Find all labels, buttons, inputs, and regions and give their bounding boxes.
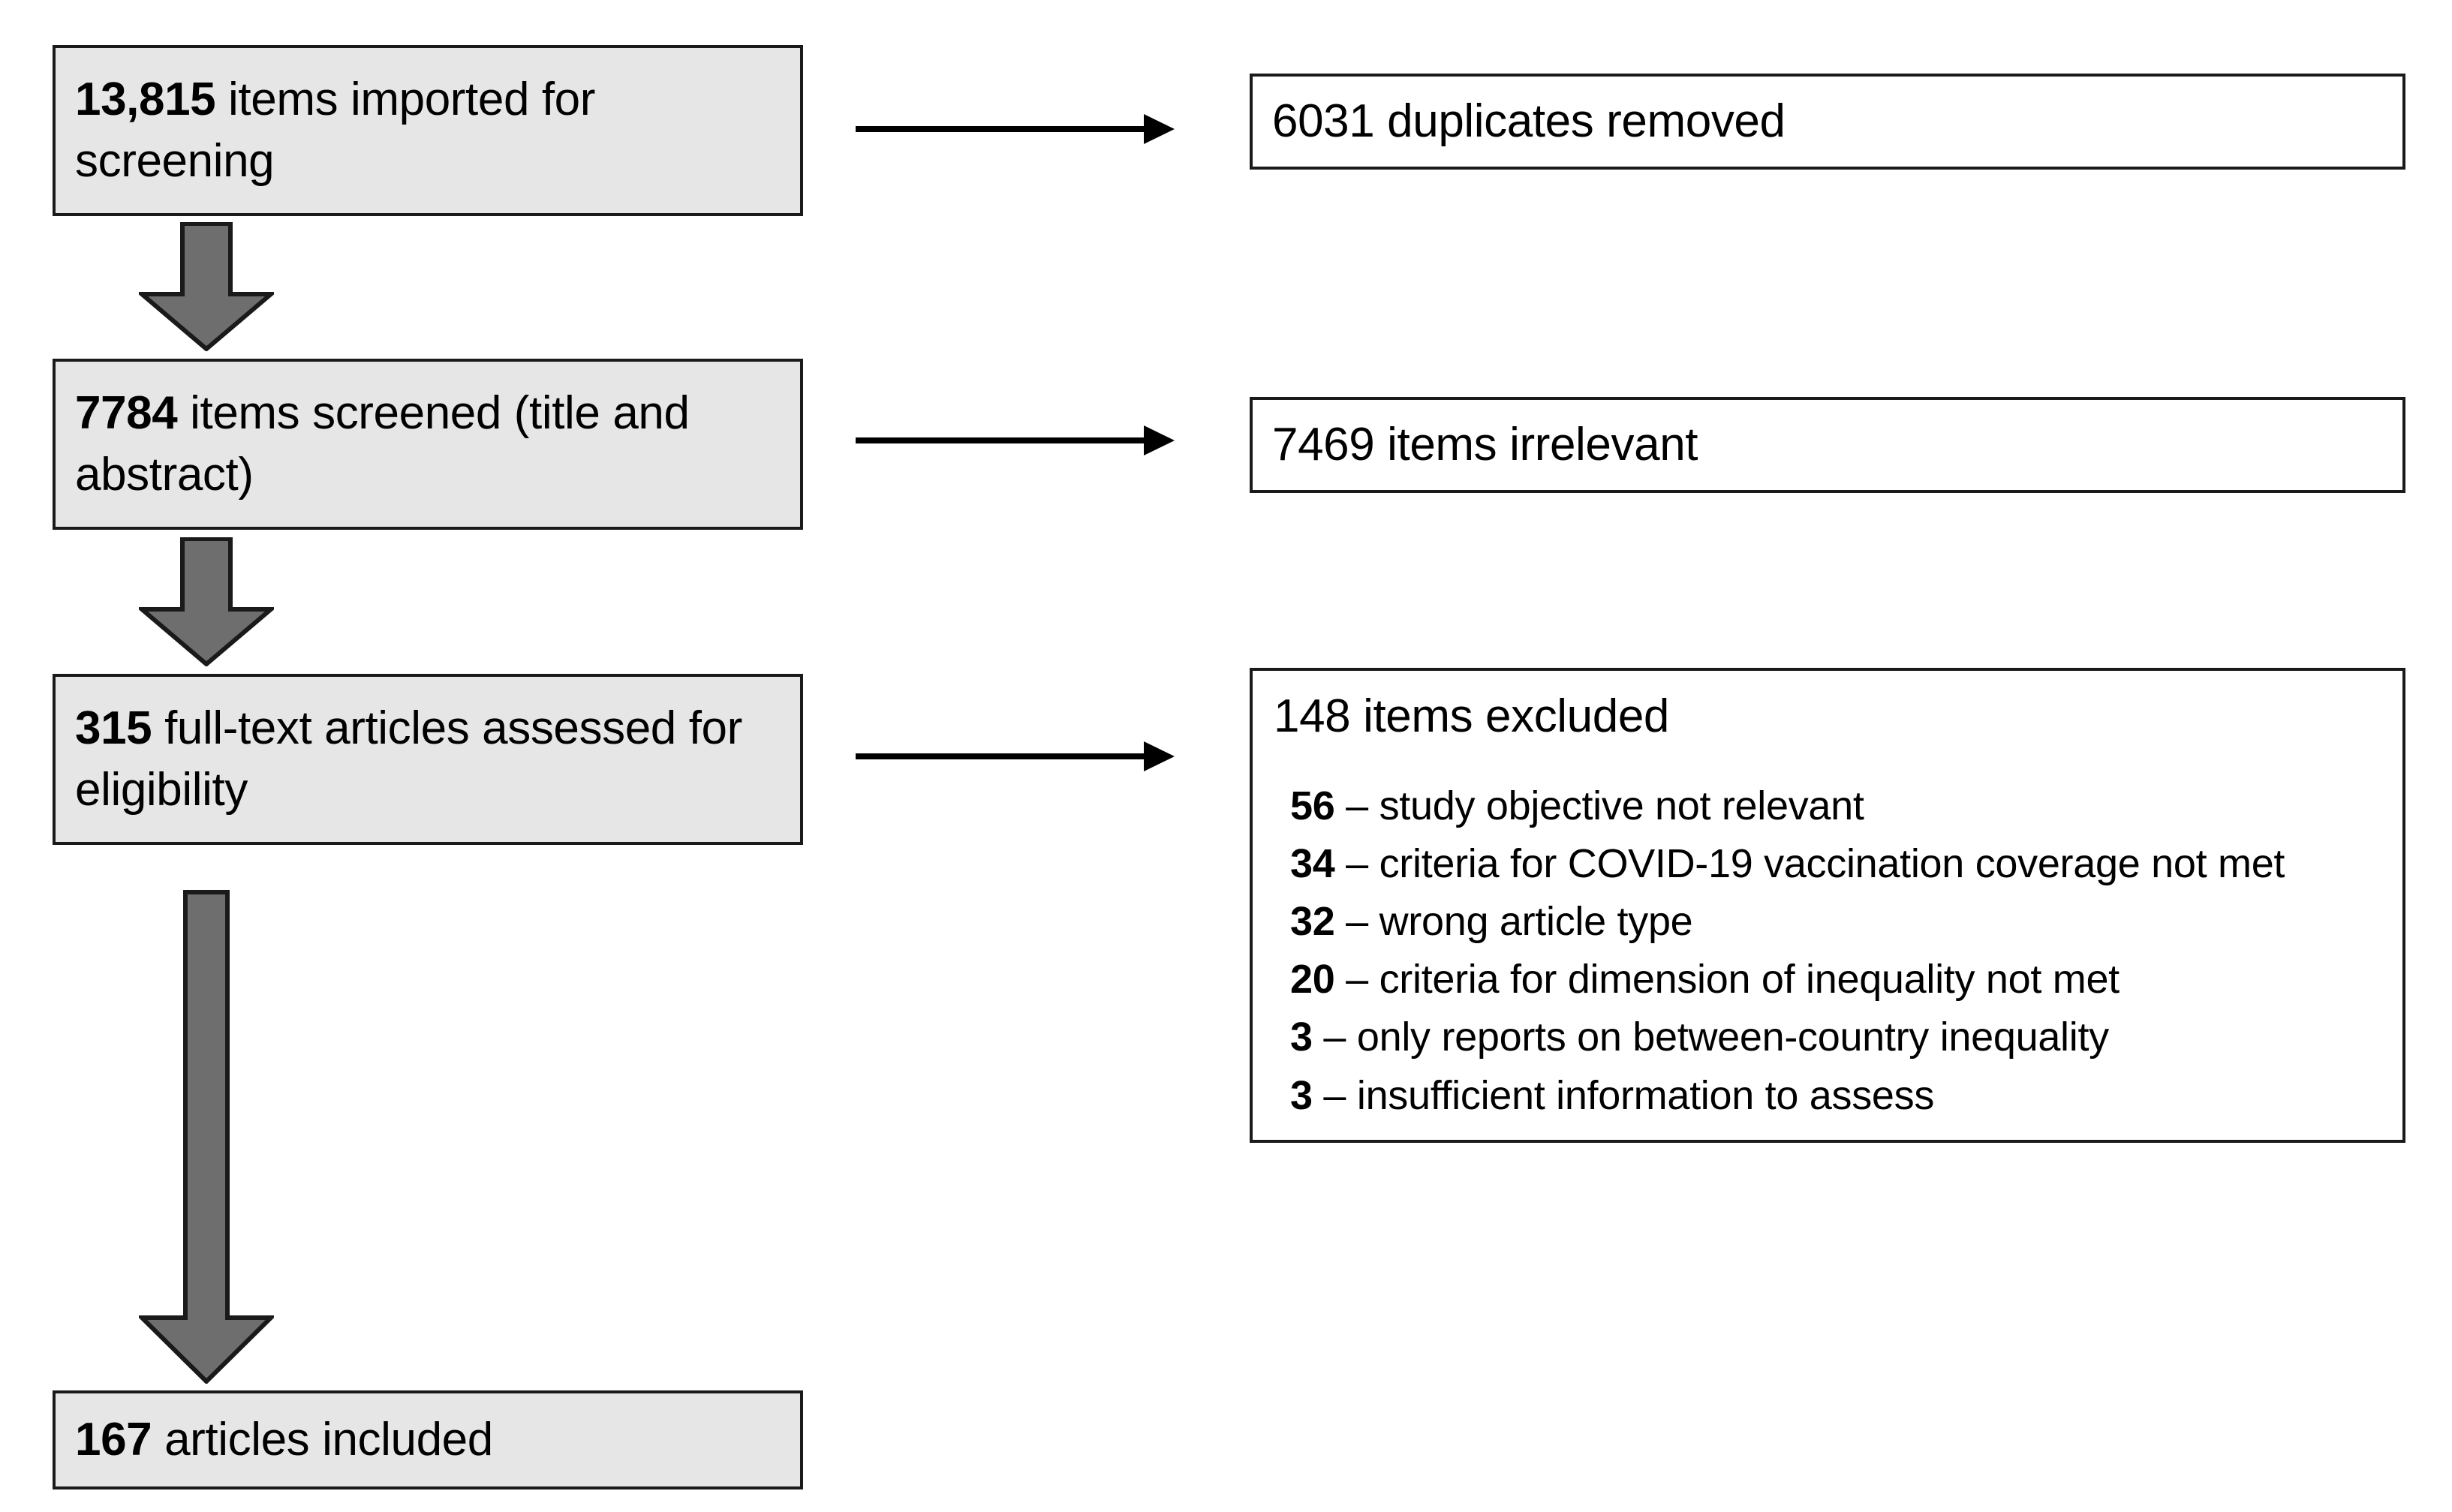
stage-box-fulltext: 315 full-text articles assessed for elig… [53, 674, 803, 845]
down-arrow-icon [139, 890, 274, 1384]
outcome-box-excluded: 148 items excluded 56 – study objective … [1250, 668, 2405, 1143]
exclusion-reason-dash: – [1334, 899, 1379, 944]
list-item: 32 – wrong article type [1290, 893, 2381, 951]
list-item: 3 – insufficient information to assess [1290, 1067, 2381, 1125]
outcome-irrelevant-text: 7469 items irrelevant [1253, 414, 2402, 476]
outcome-duplicates-count: 6031 [1272, 95, 1375, 148]
stage-screened-label: items screened (title and abstract) [75, 387, 690, 500]
exclusions-label: items excluded [1350, 690, 1670, 743]
outcome-box-duplicates: 6031 duplicates removed [1250, 74, 2405, 170]
stage-fulltext-count: 315 [75, 702, 152, 755]
exclusion-reason-text: insufficient information to assess [1356, 1072, 1935, 1118]
list-item: 3 – only reports on between-country ineq… [1290, 1009, 2381, 1066]
exclusion-reason-text: wrong article type [1379, 899, 1693, 944]
exclusion-reason-dash: – [1334, 840, 1379, 886]
outcome-box-irrelevant: 7469 items irrelevant [1250, 397, 2405, 493]
stage-box-screened: 7784 items screened (title and abstract) [53, 359, 803, 530]
down-arrow-icon [139, 222, 274, 351]
stage-imported-text: 13,815 items imported for screening [56, 69, 800, 192]
exclusion-reason-text: study objective not relevant [1379, 783, 1864, 828]
right-arrow-icon [856, 734, 1175, 779]
exclusions-heading: 148 items excluded [1274, 690, 2381, 742]
exclusion-reason-dash: – [1312, 1072, 1357, 1118]
stage-screened-text: 7784 items screened (title and abstract) [56, 383, 800, 506]
exclusion-reason-dash: – [1334, 783, 1379, 828]
exclusion-reason-dash: – [1312, 1015, 1357, 1060]
exclusions-panel: 148 items excluded 56 – study objective … [1253, 668, 2402, 1143]
exclusion-reason-list: 56 – study objective not relevant 34 – c… [1274, 777, 2381, 1125]
exclusion-reason-text: only reports on between-country inequali… [1356, 1015, 2109, 1060]
exclusion-reason-text: criteria for COVID-19 vaccination covera… [1379, 840, 2285, 886]
outcome-duplicates-label: duplicates removed [1374, 95, 1786, 148]
stage-included-count: 167 [75, 1414, 152, 1466]
exclusion-reason-count: 3 [1290, 1015, 1313, 1060]
outcome-irrelevant-label: items irrelevant [1374, 419, 1698, 471]
down-arrow-icon [139, 537, 274, 666]
stage-box-included: 167 articles included [53, 1390, 803, 1489]
stage-imported-label: items imported for screening [75, 74, 596, 187]
right-arrow-icon [856, 107, 1175, 152]
outcome-irrelevant-count: 7469 [1272, 419, 1375, 471]
stage-fulltext-text: 315 full-text articles assessed for elig… [56, 698, 800, 821]
list-item: 20 – criteria for dimension of inequalit… [1290, 951, 2381, 1009]
exclusion-reason-count: 3 [1290, 1072, 1313, 1118]
stage-imported-count: 13,815 [75, 74, 216, 126]
exclusions-count: 148 [1274, 690, 1351, 743]
exclusion-reason-text: criteria for dimension of inequality not… [1379, 957, 2120, 1002]
stage-box-imported: 13,815 items imported for screening [53, 45, 803, 216]
right-arrow-icon [856, 418, 1175, 463]
stage-fulltext-label: full-text articles assessed for eligibil… [75, 702, 742, 816]
stage-included-text: 167 articles included [56, 1409, 800, 1471]
exclusion-reason-count: 20 [1290, 957, 1335, 1002]
exclusion-reason-dash: – [1334, 957, 1379, 1002]
list-item: 56 – study objective not relevant [1290, 777, 2381, 835]
stage-included-label: articles included [152, 1414, 493, 1466]
exclusion-reason-count: 32 [1290, 899, 1335, 944]
list-item: 34 – criteria for COVID-19 vaccination c… [1290, 835, 2381, 893]
outcome-duplicates-text: 6031 duplicates removed [1253, 91, 2402, 152]
exclusion-reason-count: 34 [1290, 840, 1335, 886]
exclusion-reason-count: 56 [1290, 783, 1335, 828]
stage-screened-count: 7784 [75, 387, 178, 440]
